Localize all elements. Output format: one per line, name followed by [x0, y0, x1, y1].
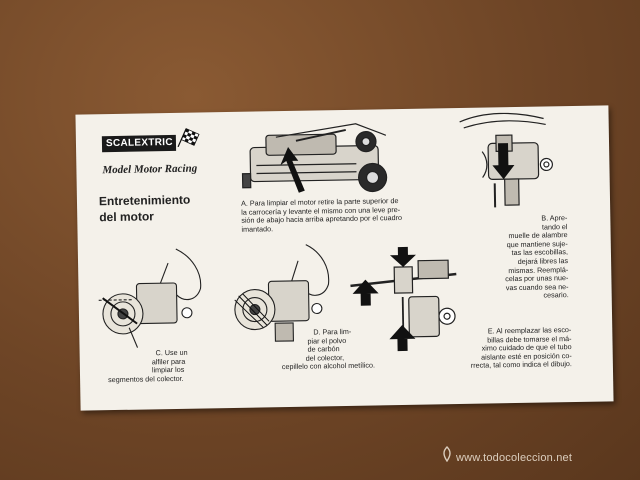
caption-c-line: segmentos del colector. [108, 373, 184, 384]
caption-a: A. Para limpiar el motor retire la parte… [241, 196, 402, 234]
caption-b: B. Apre- tando el muelle de alambre que … [489, 213, 569, 301]
illustration-c-pin-commutator [98, 248, 202, 348]
instruction-sheet: SCALEXTRIC Model Motor Racing Entretenim… [75, 105, 614, 411]
caption-e: E. Al reemplazar las esco- billas debe t… [457, 325, 572, 371]
subtitle: Model Motor Racing [102, 162, 198, 177]
watermark-text: www.todocoleccion.net [456, 452, 573, 464]
checkered-flag-icon [177, 128, 200, 148]
scalextric-logo-text: SCALEXTRIC [105, 136, 173, 150]
illustration-e-insulating-tube [350, 246, 457, 352]
caption-c: C. Use un alfiler para limpiar los segme… [108, 348, 189, 385]
caption-d-line: cepillelo con alcohol metílico. [281, 360, 376, 372]
caption-b-line: cesario. [543, 290, 569, 300]
caption-e-line: rrecta, tal como indica el dibujo. [470, 359, 572, 371]
section-heading-line1: Entretenimiento [98, 192, 191, 209]
watermark-logo-icon [443, 446, 451, 462]
caption-a-line: imantado. [241, 224, 274, 234]
illustration-a-car-chassis [241, 123, 388, 193]
illustration-d-brush-cleaning [234, 244, 330, 342]
illustration-b-brush-spring [459, 112, 553, 208]
section-heading-line2: del motor [99, 209, 155, 225]
